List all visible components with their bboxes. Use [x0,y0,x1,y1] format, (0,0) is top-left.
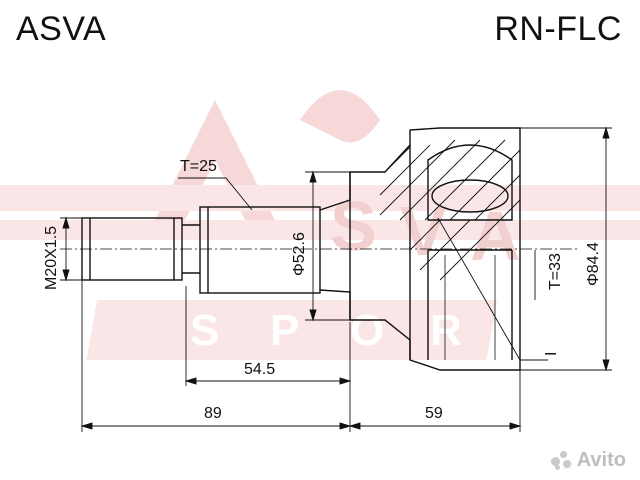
section-hatch [379,139,521,281]
dimension-lines [60,126,612,432]
shaft-diameter-label: Φ52.6 [291,232,308,276]
watermark-letter: V [400,192,447,270]
watermark-letter: S [190,306,219,355]
avito-badge: Avito [550,449,626,472]
watermark-letter: P [270,306,299,355]
spline-section [199,206,321,294]
avito-label: Avito [576,449,626,471]
length-c-label: 59 [425,405,443,422]
watermark-letter: O [350,306,384,355]
avito-dots-icon [550,450,573,471]
part-number: RN-FLC [494,10,622,48]
ball-race [431,179,509,213]
watermark-letter: S [330,187,377,265]
length-a-label: 54.5 [244,361,275,378]
marker-label: I [543,352,560,356]
length-b-label: 89 [204,405,222,422]
thread-label: M20X1.5 [43,226,60,290]
brand-title: ASVA [16,10,107,48]
watermark-letter: R [430,306,462,355]
teeth-inner-label: T=33 [547,253,564,290]
outer-diameter-label: Φ84.4 [585,242,602,286]
inner-cage [427,144,513,221]
teeth-outer-label: T=25 [180,158,217,175]
watermark-letter: T [510,306,537,355]
